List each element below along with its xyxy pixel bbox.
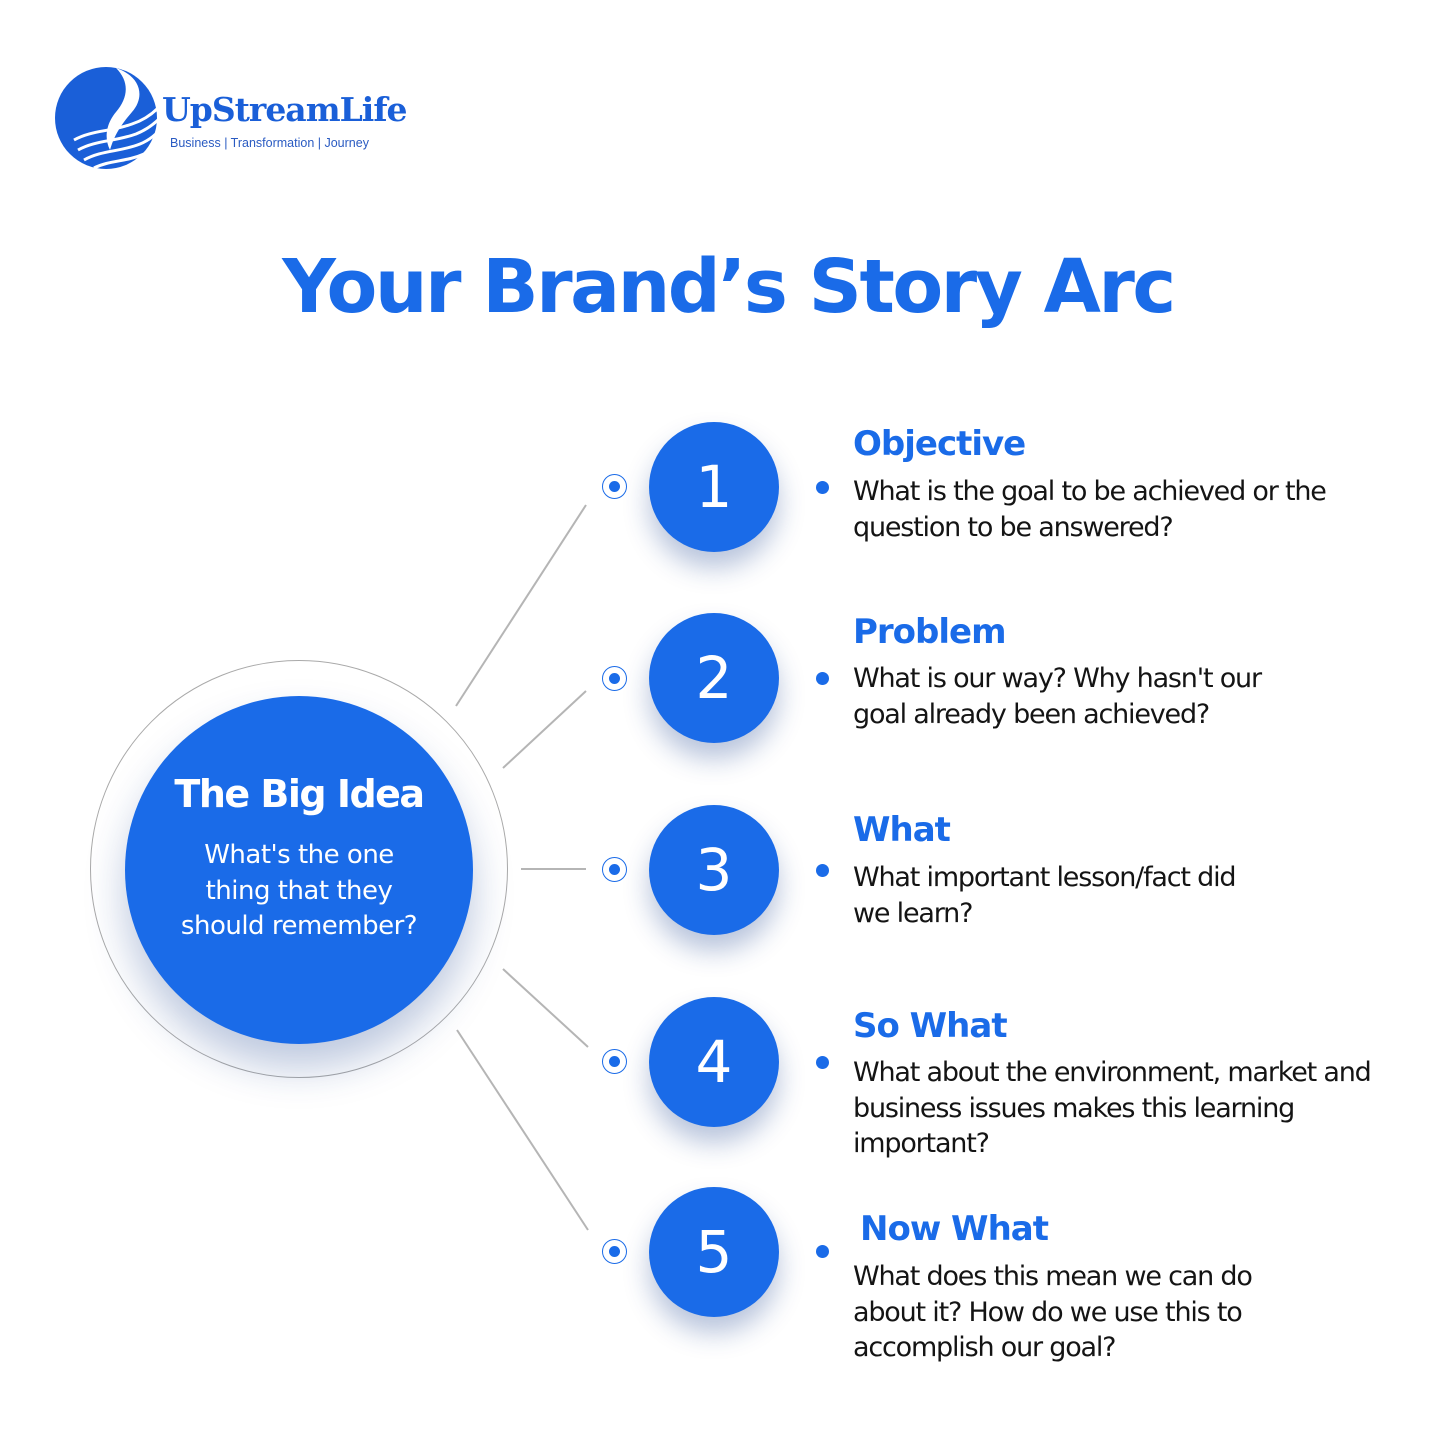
step-1-number: 1 [649,422,779,552]
step-2-number: 2 [649,613,779,743]
step-5-node-dot [602,1239,627,1264]
step-1-bullet [816,481,829,494]
connector-line-5 [456,1029,589,1231]
step-4-number: 4 [649,997,779,1127]
step-3-text: What important lesson/fact did we learn? [853,862,1237,929]
step-2-bullet [816,672,829,685]
step-3-node-dot [602,857,627,882]
brand-tagline: Business | Transformation | Journey [170,136,369,150]
big-idea-title: The Big Idea [174,772,425,816]
step-3-heading: What [853,810,951,850]
step-4-text: What about the environment, market and b… [853,1057,1372,1159]
brand-logo: UpStreamLife Business | Transformation |… [54,66,414,172]
step-1-heading: Objective [853,424,1026,464]
step-1-node-dot [602,474,627,499]
connector-line-2 [502,690,587,769]
step-4-node-dot [602,1049,627,1074]
connector-line-1 [455,504,587,707]
brand-name: UpStreamLife [162,90,408,129]
step-1-text: What is the goal to be achieved or the q… [853,476,1327,543]
step-5-number: 5 [649,1187,779,1317]
step-2-text: What is our way? Why hasn't our goal alr… [853,663,1262,730]
step-5-bullet [816,1245,829,1258]
step-4-heading: So What [853,1006,1008,1046]
wave-head-icon [55,67,158,170]
step-2-node-dot [602,666,627,691]
page-title: Your Brand’s Story Arc [282,244,1176,330]
step-3-number: 3 [649,805,779,935]
big-idea-text: What's the one thing that they should re… [180,840,418,941]
step-4-bullet [816,1056,829,1069]
step-2-heading: Problem [853,612,1007,652]
step-5-text: What does this mean we can do about it? … [853,1261,1253,1363]
step-3-bullet [816,864,829,877]
step-5-heading: Now What [860,1209,1049,1249]
big-idea-circle: The Big Idea What's the one thing that t… [125,696,473,1044]
connector-line-4 [502,968,589,1048]
